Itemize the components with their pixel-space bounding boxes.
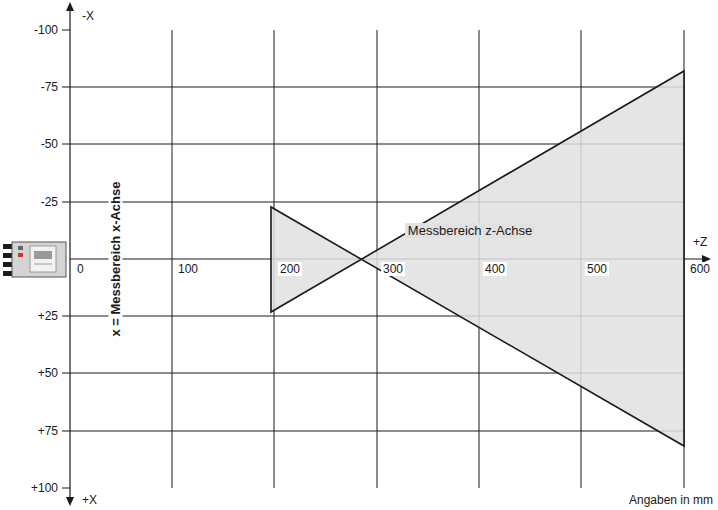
axis-label: +X <box>82 493 97 507</box>
unit-note: Angaben in mm <box>629 493 713 507</box>
measuring-range-area: Messbereich z-Achse <box>271 71 684 446</box>
tick-label: 0 <box>75 262 86 276</box>
tick-label: -75 <box>41 80 58 94</box>
sensor-icon <box>3 242 66 277</box>
tick-label: -100 <box>34 23 58 37</box>
tick-label: 300 <box>381 262 405 276</box>
area-label: Messbereich z-Achse <box>405 223 535 238</box>
tick-label: 100 <box>176 262 200 276</box>
axis-title: x = Messbereich x-Achse <box>108 180 122 339</box>
tick-label: +75 <box>38 424 58 438</box>
grid-lines <box>62 30 684 488</box>
axis-label: +Z <box>693 235 707 249</box>
tick-label: +50 <box>38 366 58 380</box>
tick-label: -50 <box>41 137 58 151</box>
tick-label: 600 <box>688 262 712 276</box>
trapezoid-shape <box>271 71 684 446</box>
tick-label: -25 <box>41 195 58 209</box>
axis-label: -X <box>82 9 94 23</box>
tick-label: 500 <box>585 262 609 276</box>
tick-label: +100 <box>31 481 58 495</box>
tick-label: +25 <box>38 309 58 323</box>
tick-label: 200 <box>278 262 302 276</box>
tick-label: 400 <box>483 262 507 276</box>
